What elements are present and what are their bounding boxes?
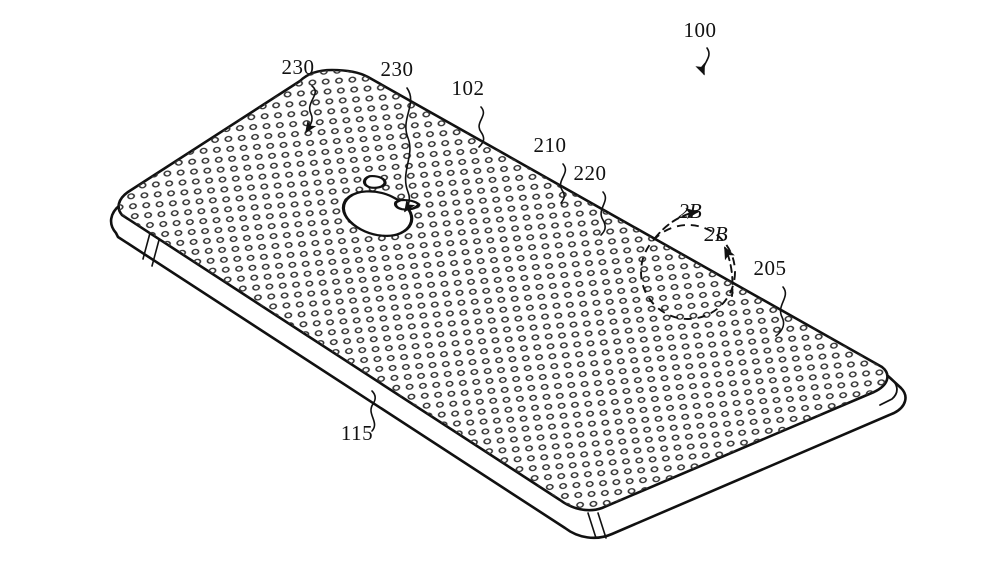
antenna-line-bottom-b xyxy=(597,512,607,539)
reference-numerals: 100 230 230 102 210 220 2B 2B 205 115 xyxy=(282,18,787,445)
antenna-band-lines xyxy=(142,232,607,539)
leader-102 xyxy=(478,106,485,148)
ref-numeral-230-right: 230 xyxy=(381,57,414,81)
ref-numeral-102: 102 xyxy=(452,76,485,100)
callout-circle-2B xyxy=(640,224,736,320)
right-corner-fold xyxy=(879,375,898,406)
antenna-line-bottom-a xyxy=(587,512,597,539)
leader-205 xyxy=(775,286,787,337)
ref-numeral-230-left: 230 xyxy=(282,55,315,79)
antenna-line-left-a xyxy=(142,232,151,260)
leader-100 xyxy=(695,47,710,76)
ref-numeral-100: 100 xyxy=(684,18,717,42)
leader-230-left xyxy=(305,85,317,134)
ref-numeral-2B-lower: 2B xyxy=(704,222,728,246)
apple-logo-leaf xyxy=(362,174,387,189)
ref-numeral-210: 210 xyxy=(534,133,567,157)
ref-numeral-115: 115 xyxy=(341,421,373,445)
ref-numeral-205: 205 xyxy=(754,256,787,280)
leader-230-right xyxy=(404,87,416,213)
device-body xyxy=(109,68,907,540)
antenna-line-left-b xyxy=(151,239,160,267)
ref-numeral-220: 220 xyxy=(574,161,607,185)
leader-220 xyxy=(600,191,607,236)
leader-210 xyxy=(559,163,567,204)
callout-arrow-2B-lower xyxy=(724,246,735,297)
detail-callout-2B xyxy=(640,208,736,320)
ref-numeral-2B-upper: 2B xyxy=(678,199,702,223)
leader-115 xyxy=(370,390,377,432)
leader-lines xyxy=(305,47,787,432)
callout-arrow-2B-upper xyxy=(654,208,699,239)
